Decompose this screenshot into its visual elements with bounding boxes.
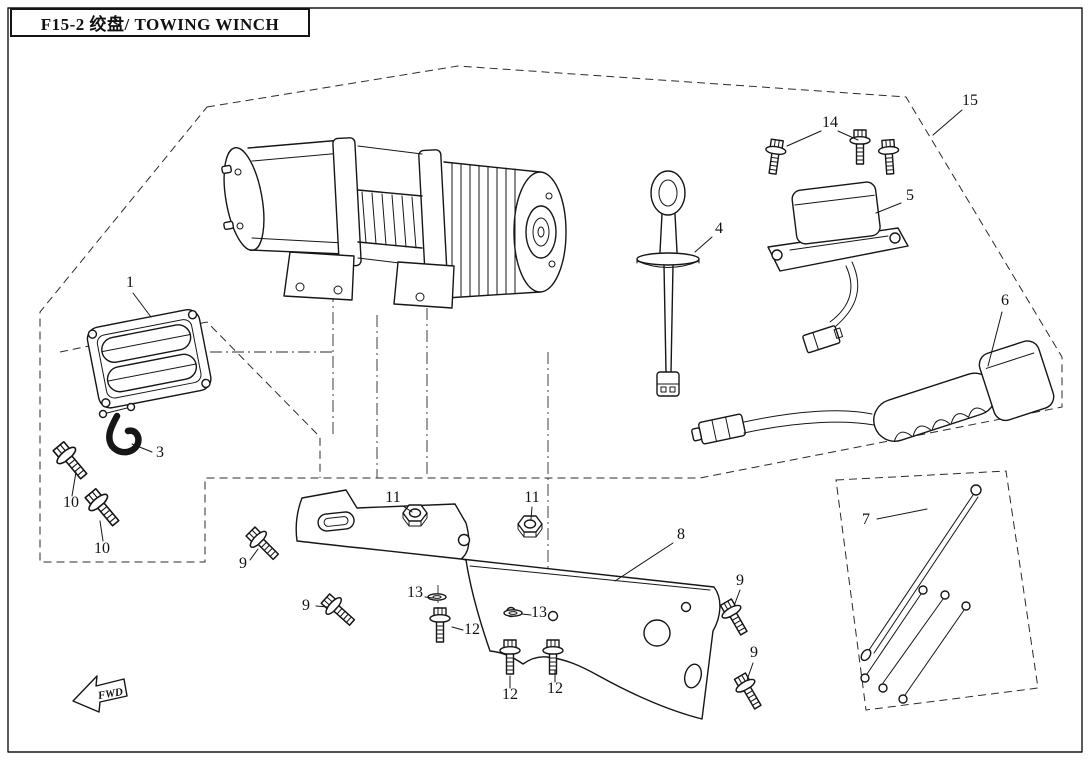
callout-8: 8 bbox=[677, 526, 685, 543]
diagram-title-box: F15-2 绞盘/ TOWING WINCH bbox=[10, 8, 310, 37]
callout-14: 14 bbox=[822, 114, 838, 131]
callout-1: 1 bbox=[126, 274, 134, 291]
callout-13-a: 13 bbox=[407, 584, 423, 601]
part-11-nut-b bbox=[517, 515, 543, 538]
part-4-rod bbox=[636, 170, 700, 397]
callout-leader-lines bbox=[71, 109, 1003, 689]
part-9-bolt-b bbox=[317, 590, 360, 632]
part-3-hook bbox=[98, 402, 142, 456]
part-7-dashed-box bbox=[835, 470, 1039, 711]
part-8-mounting-bracket bbox=[295, 489, 721, 720]
callout-12-c: 12 bbox=[547, 680, 563, 697]
callout-7: 7 bbox=[862, 511, 870, 528]
part-5-relay bbox=[767, 181, 909, 354]
part-1-fairlead bbox=[86, 309, 212, 409]
part-13-washer-a bbox=[427, 593, 447, 601]
callout-11-b: 11 bbox=[524, 489, 539, 506]
part-9-bolt-d bbox=[730, 670, 768, 714]
callout-6: 6 bbox=[1001, 292, 1009, 309]
winch-assembly bbox=[221, 137, 567, 309]
callout-12-b: 12 bbox=[502, 686, 518, 703]
part-7-cable-kit bbox=[860, 484, 982, 704]
part-14-bolt-c bbox=[877, 138, 901, 176]
boundary-dashed-lines bbox=[39, 65, 1063, 711]
diagram-title: F15-2 绞盘/ TOWING WINCH bbox=[40, 15, 280, 34]
diagram-border bbox=[7, 7, 1083, 753]
part-12-screw-a bbox=[429, 607, 451, 643]
part-9-bolt-a bbox=[242, 523, 284, 565]
fwd-arrow: FWD bbox=[72, 675, 128, 713]
fwd-arrow-label: FWD bbox=[96, 686, 124, 702]
part-6-switch-handle bbox=[691, 340, 1055, 445]
part-14-bolt-a bbox=[761, 137, 788, 176]
callout-9-a: 9 bbox=[239, 555, 247, 572]
callout-11-a: 11 bbox=[385, 489, 400, 506]
callout-5: 5 bbox=[906, 187, 914, 204]
callout-9-c: 9 bbox=[736, 572, 744, 589]
part-10-bolt-b bbox=[80, 485, 126, 532]
callout-3: 3 bbox=[156, 444, 164, 461]
callout-10-a: 10 bbox=[63, 494, 79, 511]
callout-15: 15 bbox=[962, 92, 978, 109]
callout-12-a: 12 bbox=[464, 621, 480, 638]
callout-9-d: 9 bbox=[750, 644, 758, 661]
callout-10-b: 10 bbox=[94, 540, 110, 557]
callout-labels: 1 3 4 5 6 7 8 9 9 9 9 10 10 11 11 12 12 … bbox=[63, 92, 1009, 703]
part-14-bolt-b bbox=[849, 129, 871, 165]
part-13-washer-b bbox=[503, 609, 523, 617]
callout-13-b: 13 bbox=[531, 604, 547, 621]
callout-4: 4 bbox=[715, 220, 723, 237]
part-10-bolt-a bbox=[48, 438, 94, 485]
callout-9-b: 9 bbox=[302, 597, 310, 614]
